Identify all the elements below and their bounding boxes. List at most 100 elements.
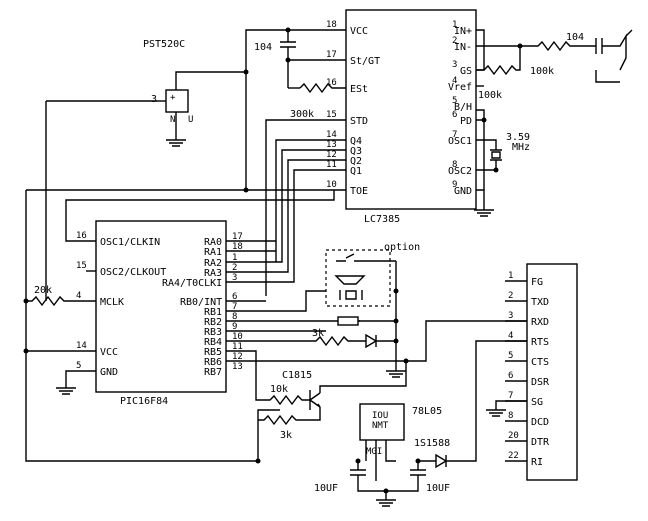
svg-text:NMT: NMT xyxy=(372,421,389,431)
crystal-freq-label: 3.59 xyxy=(506,132,530,143)
serial-pin-label: RXD xyxy=(531,317,549,328)
pic-pin-label: RB2 xyxy=(204,317,222,328)
pic-name: PIC16F84 xyxy=(120,396,168,407)
cap-10uf-right-label: 10UF xyxy=(426,483,450,494)
pic-pin-number: 17 xyxy=(232,232,243,242)
pic-pin-label: RB5 xyxy=(204,347,222,358)
lc7385-pin-number: 12 xyxy=(326,150,337,160)
serial-pin-label: TXD xyxy=(531,297,549,308)
lc7385-pin-label: Q4 xyxy=(350,136,362,147)
pic-pin-label: RB0/INT xyxy=(180,297,222,308)
res-3k-label: 3k xyxy=(280,430,292,441)
lc7385-pin-label: St/GT xyxy=(350,56,380,67)
pic-pin-number: 1 xyxy=(232,253,237,263)
cap-10uf-left-label: 10UF xyxy=(314,483,338,494)
lc7385-pin-label: TOE xyxy=(350,186,368,197)
lc7385-pin-label: VCC xyxy=(350,26,368,37)
pic-pin-number: 16 xyxy=(76,231,87,241)
serial-pin-label: DTR xyxy=(531,437,550,448)
pic-pin-label: GND xyxy=(100,367,118,378)
lc7385-pin-number: 6 xyxy=(452,110,457,120)
pst520c-label: PST520C xyxy=(143,39,185,50)
junctions xyxy=(23,27,523,494)
lc7385-pin-label: GS xyxy=(460,66,472,77)
pic-pin-label: RB1 xyxy=(204,307,222,318)
lc7385-pin-label: GND xyxy=(454,186,472,197)
regulator-name: 78L05 xyxy=(412,406,442,417)
lc7385-pin-label: ESt xyxy=(350,84,368,95)
pic-pin-label: MCLK xyxy=(100,297,124,308)
pic-pin-label: RB7 xyxy=(204,367,222,378)
serial-pin-label: DCD xyxy=(531,417,549,428)
pic-pin-number: 3 xyxy=(232,273,237,283)
res-10k-label: 10k xyxy=(270,384,288,395)
lc7385-pin-number: 10 xyxy=(326,180,337,190)
lc7385-pin-label: PD xyxy=(460,116,472,127)
pic-pin-label: OSC1/CLKIN xyxy=(100,237,160,248)
lc7385-pin-number: 8 xyxy=(452,160,457,170)
pic-pin-number: 2 xyxy=(232,263,237,273)
lc7385-name: LC7385 xyxy=(364,214,400,225)
pic-pin-number: 9 xyxy=(232,322,237,332)
lc7385-pin-label: STD xyxy=(350,116,368,127)
serial-pin-number: 2 xyxy=(508,291,513,301)
pic-pin-label: RB4 xyxy=(204,337,222,348)
lc7385-pin-number: 14 xyxy=(326,130,337,140)
pic-pin-label: RA4/T0CLKI xyxy=(162,278,222,289)
svg-text:IOU: IOU xyxy=(372,411,388,421)
pst-u-label: U xyxy=(188,115,193,125)
lc7385-pin-label: OSC2 xyxy=(448,166,472,177)
lc7385-pin-label: Q1 xyxy=(350,166,362,177)
pic-pin-number: 18 xyxy=(232,242,243,252)
lc7385-pin-label: B/H xyxy=(454,102,472,113)
component-labels: 104 104 100k 100k 300k 3.59 MHz option 2… xyxy=(34,32,584,494)
lc7385-pin-label: Vref xyxy=(448,82,472,93)
serial-pin-number: 3 xyxy=(508,311,513,321)
pic-pin-label: RB6 xyxy=(204,357,222,368)
svg-text:+: + xyxy=(170,93,176,103)
lc7385-pin-label: Q3 xyxy=(350,146,362,157)
pic-pin-label: RA3 xyxy=(204,268,222,279)
pst-pin-label: 3 xyxy=(151,94,157,105)
serial-pin-number: 6 xyxy=(508,371,513,381)
pic-pin-number: 15 xyxy=(76,261,87,271)
lc7385-pin-number: 15 xyxy=(326,110,337,120)
diode-label: 1S1588 xyxy=(414,438,450,449)
lc7385-pin-number: 4 xyxy=(452,76,457,86)
serial-pin-label: DSR xyxy=(531,377,550,388)
serial-pin-number: 20 xyxy=(508,431,519,441)
pic-pin-number: 13 xyxy=(232,362,243,372)
pic-pin-label: OSC2/CLKOUT xyxy=(100,267,166,278)
res-3k-led-label: 3k xyxy=(312,328,324,339)
lc7385-pin-number: 3 xyxy=(452,60,457,70)
lc7385-pin-number: 17 xyxy=(326,50,337,60)
serial-pin-label: RTS xyxy=(531,337,549,348)
res-300k-label: 300k xyxy=(290,109,314,120)
res-20k-label: 20k xyxy=(34,285,52,296)
regulator-pins: MGI xyxy=(366,447,382,457)
cap-104-label: 104 xyxy=(254,42,272,53)
option-label: option xyxy=(384,242,420,253)
pic-pin-number: 10 xyxy=(232,332,243,342)
pic-pin-number: 5 xyxy=(76,361,81,371)
pic-pin-number: 8 xyxy=(232,312,237,322)
lc7385-pin-number: 5 xyxy=(452,96,457,106)
pic16f84-chip: PIC16F84 16OSC1/CLKIN15OSC2/CLKOUT4MCLK1… xyxy=(76,220,243,407)
lc7385-pin-label: IN- xyxy=(454,42,472,53)
regulator-78l05: IOU NMT 78L05 MGI xyxy=(359,403,442,457)
lc7385-pin-number: 13 xyxy=(326,140,337,150)
pst520c-reset-ic: PST520C + 3 N U xyxy=(143,39,246,147)
pic-pin-number: 11 xyxy=(232,342,243,352)
pic-pin-number: 6 xyxy=(232,292,237,302)
serial-pin-number: 8 xyxy=(508,411,513,421)
lc7385-pin-label: Q2 xyxy=(350,156,362,167)
lc7385-pin-number: 1 xyxy=(452,20,457,30)
crystal-unit-label: MHz xyxy=(512,142,530,153)
lc7385-pin-number: 16 xyxy=(326,78,337,88)
transistor-label: C1815 xyxy=(282,370,312,381)
pic-pin-number: 12 xyxy=(232,352,243,362)
lc7385-pin-number: 7 xyxy=(452,130,457,140)
res-100k-input-label: 100k xyxy=(530,66,554,77)
